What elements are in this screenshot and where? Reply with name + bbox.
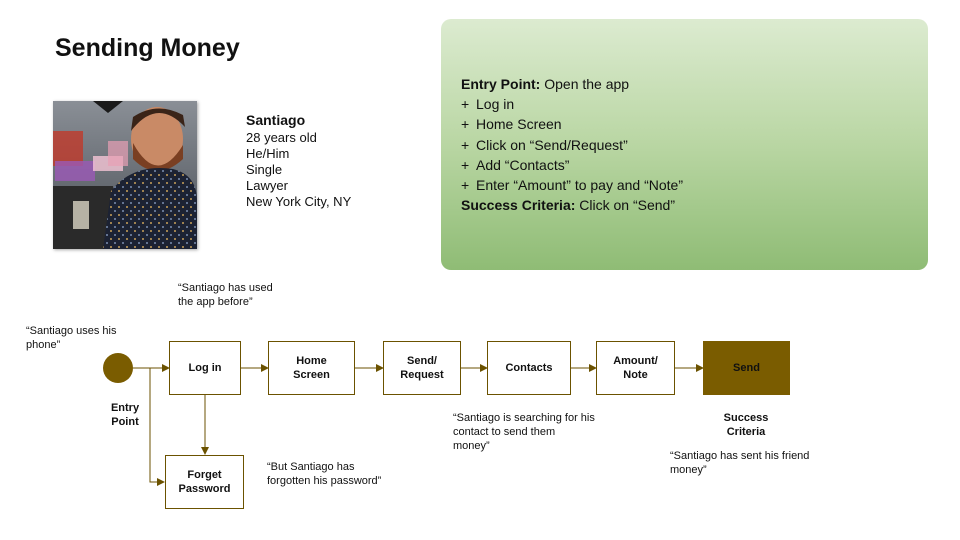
persona-age: 28 years old (246, 130, 317, 145)
task-step: + Log in (461, 94, 683, 114)
entry-point-dot (103, 353, 133, 383)
node-label: Request (400, 369, 444, 381)
note-line: “Santiago has sent his friend (670, 450, 810, 462)
success-criteria-label: Success Criteria: (461, 197, 576, 214)
note-line: “But Santiago has (267, 461, 355, 473)
note-line: “Santiago uses his (26, 325, 117, 337)
note-line: money” (670, 464, 707, 476)
node-label: Forget (187, 469, 222, 481)
persona-name: Santiago (246, 112, 306, 128)
node-label: Password (178, 483, 231, 495)
note-line: forgotten his password” (267, 475, 382, 487)
persona-card: Santiago 28 years old He/Him Single Lawy… (246, 112, 351, 210)
node-label: Amount/ (613, 355, 658, 367)
node-send-request: Send/Request (383, 341, 461, 395)
node-label: Screen (293, 369, 330, 381)
node-label: Log in (188, 362, 222, 374)
node-label: Send (733, 362, 760, 374)
task-summary-box: Entry Point: Open the app + Log in + Home … (441, 19, 928, 270)
node-contacts: Contacts (487, 341, 571, 395)
note-line: phone” (26, 339, 61, 351)
note-sent-money: “Santiago has sent his friend money” (670, 449, 809, 477)
arrow-start-to-forget (149, 368, 165, 486)
success-caption-line: Success (723, 412, 769, 424)
task-step-text: Add “Contacts” (476, 156, 570, 173)
note-used-before: “Santiago has used the app before” (178, 281, 273, 309)
note-line: contact to send them (453, 426, 556, 438)
note-line: the app before” (178, 296, 253, 308)
node-amount-note: Amount/Note (596, 341, 675, 395)
task-step: + Home Screen (461, 114, 683, 134)
task-step-text: Click on “Send/Request” (476, 136, 628, 153)
node-send-final: Send (703, 341, 790, 395)
note-uses-phone: “Santiago uses his phone” (26, 324, 117, 352)
plus-icon: + (461, 96, 470, 113)
node-label: Note (623, 369, 648, 381)
node-log-in: Log in (169, 341, 241, 395)
task-step-text: Home Screen (476, 116, 562, 133)
entry-point-value: Open the app (540, 76, 630, 92)
success-criteria-value: Click on “Send” (575, 197, 675, 214)
task-step: + Add “Contacts” (461, 155, 683, 175)
node-label: Send/ (407, 355, 437, 367)
task-step-text: Log in (476, 96, 515, 113)
success-criteria-line: Success Criteria: Click on “Send” (461, 195, 683, 215)
plus-icon: + (461, 136, 470, 153)
persona-photo-illustration (53, 101, 197, 249)
note-forgot-password: “But Santiago has forgotten his password… (267, 460, 381, 488)
persona-occupation: Lawyer (246, 178, 288, 193)
entry-point-caption: Entry Point (100, 401, 150, 429)
task-step: + Enter “Amount” to pay and “Note” (461, 175, 683, 195)
page-title: Sending Money (55, 34, 240, 62)
plus-icon: + (461, 177, 470, 194)
persona-status: Single (246, 162, 283, 177)
success-criteria-caption: Success Criteria (706, 411, 786, 439)
plus-icon: + (461, 156, 470, 173)
success-caption-line: Criteria (726, 426, 766, 438)
persona-photo (53, 101, 197, 249)
persona-pronouns: He/Him (246, 146, 290, 161)
task-step-text: Enter “Amount” to pay and “Note” (476, 177, 683, 194)
note-searching-contact: “Santiago is searching for his contact t… (453, 411, 595, 453)
plus-icon: + (461, 116, 470, 133)
node-label: Home (296, 355, 327, 367)
note-line: money” (453, 440, 490, 452)
node-label: Contacts (505, 362, 553, 374)
entry-caption-line: Point (111, 416, 139, 428)
note-line: “Santiago has used (178, 282, 273, 294)
entry-caption-line: Entry (110, 402, 140, 414)
note-line: “Santiago is searching for his (453, 412, 595, 424)
entry-point-line: Entry Point: Open the app (461, 74, 683, 94)
persona-location: New York City, NY (246, 194, 352, 209)
task-step: + Click on “Send/Request” (461, 135, 683, 155)
entry-point-label: Entry Point: (461, 76, 541, 92)
